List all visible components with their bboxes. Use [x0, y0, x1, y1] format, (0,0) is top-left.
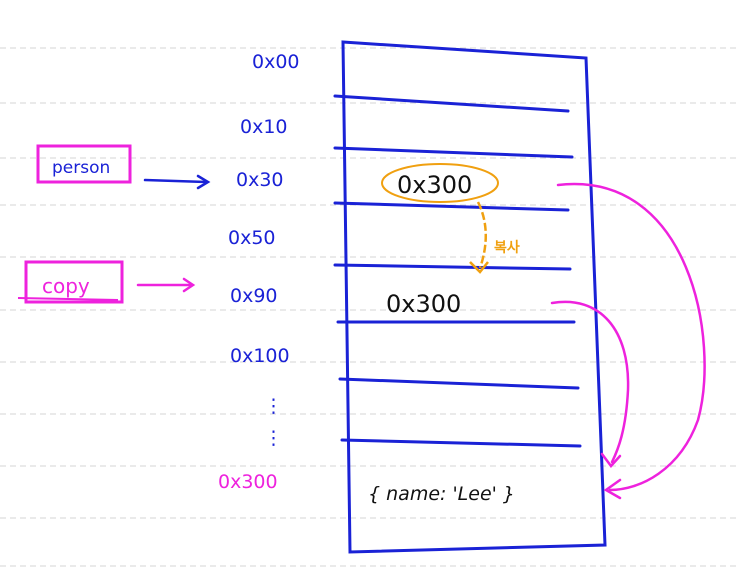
address-ellipsis: ⋮ [264, 395, 283, 417]
person-arrow [143, 178, 208, 184]
address-0x10: 0x10 [240, 116, 288, 138]
memory-block [333, 40, 607, 554]
copy-reference-head [600, 452, 622, 468]
reference-arrows [550, 182, 706, 500]
address-0x50: 0x50 [228, 227, 276, 249]
person-box [36, 144, 132, 184]
copy-annotation: 복사 [469, 201, 520, 274]
copy-note: 복사 [494, 240, 520, 256]
variable-person: person [36, 144, 132, 184]
ruled-lines [0, 47, 737, 567]
person-value-highlight [381, 163, 499, 203]
person-reference-arrow [556, 182, 706, 492]
address-ellipsis-2: ⋮ [264, 427, 283, 449]
person-arrow-head [196, 174, 211, 190]
variable-arrows [143, 174, 211, 190]
address-0x00: 0x00 [252, 51, 300, 73]
address-labels: 0x00 0x10 0x30 0x50 0x90 0x100 ⋮ ⋮ 0x300 [218, 51, 300, 493]
address-0x300: 0x300 [218, 471, 278, 493]
cell-object: { name: 'Lee' } [368, 483, 515, 505]
copy-box [24, 260, 124, 304]
person-reference-head [603, 478, 622, 500]
cell-copy: 0x300 [386, 290, 461, 318]
address-0x30: 0x30 [236, 169, 284, 191]
object-value: { name: 'Lee' } [368, 483, 515, 505]
variable-copy: copy [17, 260, 124, 304]
person-label: person [52, 158, 110, 178]
address-0x90: 0x90 [230, 285, 278, 307]
copy-reference-arrow [550, 300, 630, 464]
person-value: 0x300 [397, 171, 472, 199]
copy-value: 0x300 [386, 290, 461, 318]
address-0x100: 0x100 [230, 345, 290, 367]
copy-arrow [136, 277, 196, 293]
cell-person: 0x300 [381, 163, 499, 203]
copy-label: copy [42, 274, 90, 298]
